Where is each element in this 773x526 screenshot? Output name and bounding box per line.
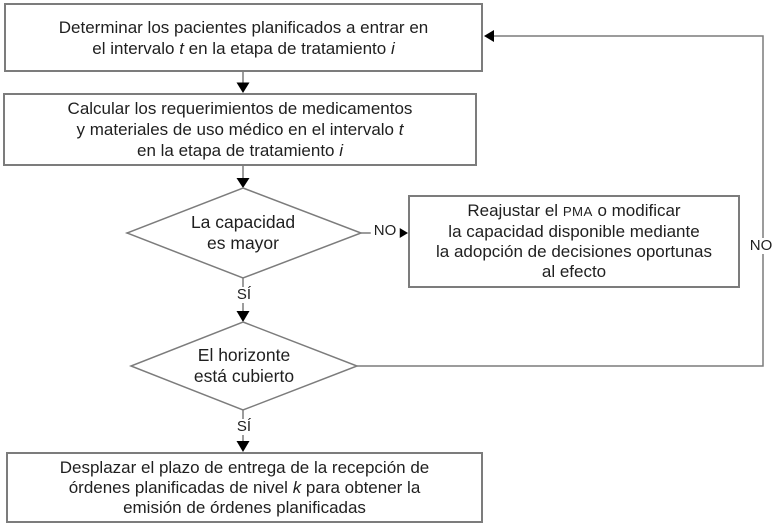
process-text-line: al efecto: [541, 262, 607, 281]
arrowhead-capacity-no-to-readjust: [398, 227, 408, 239]
process-text-line: la adopción de decisiones oportunas: [436, 242, 712, 261]
process-box-readjust-pma: Reajustar el PMA o modificar la capacida…: [408, 195, 740, 288]
branch-label-horizon-yes: SÍ: [233, 419, 255, 435]
process-text-line: Desplazar el plazo de entrega de la rece…: [59, 457, 430, 477]
decision-diamond-horizon: [128, 321, 360, 411]
process-box-determine-patients: Determinar los pacientes planificados a …: [4, 3, 483, 72]
arrowhead-calculate-to-capacity: [236, 178, 250, 188]
feedback-loop-horizon-no: [357, 35, 764, 367]
process-text-line: el intervalo t en la etapa de tratamient…: [92, 38, 395, 58]
branch-label-capacity-yes: SÍ: [233, 287, 255, 303]
process-text-line: Determinar los pacientes planificados a …: [58, 17, 429, 37]
arrowhead-determine-to-calculate: [236, 82, 250, 93]
process-text-line: y materiales de uso médico en el interva…: [76, 120, 404, 139]
process-text-line: en la etapa de tratamiento i: [136, 141, 344, 160]
process-text-line: Reajustar el PMA o modificar: [467, 201, 681, 220]
process-text-line: la capacidad disponible mediante: [448, 222, 700, 241]
process-box-calculate-requirements: Calcular los requerimientos de medicamen…: [3, 93, 477, 166]
arrowhead-horizon-yes-to-shift: [236, 441, 250, 452]
arrowhead-capacity-yes-to-horizon: [236, 311, 250, 322]
process-box-shift-lead-time: Desplazar el plazo de entrega de la rece…: [6, 452, 483, 523]
branch-label-horizon-no: NO: [746, 238, 773, 254]
process-text-line: Calcular los requerimientos de medicamen…: [67, 99, 413, 118]
process-text-line: órdenes planificadas de nivel k para obt…: [68, 477, 421, 497]
arrowhead-feedback-to-determine: [484, 30, 494, 42]
branch-label-capacity-no: NO: [370, 223, 400, 239]
process-text-line: emisión de órdenes planificadas: [123, 497, 366, 517]
decision-diamond-capacity: [124, 187, 364, 279]
